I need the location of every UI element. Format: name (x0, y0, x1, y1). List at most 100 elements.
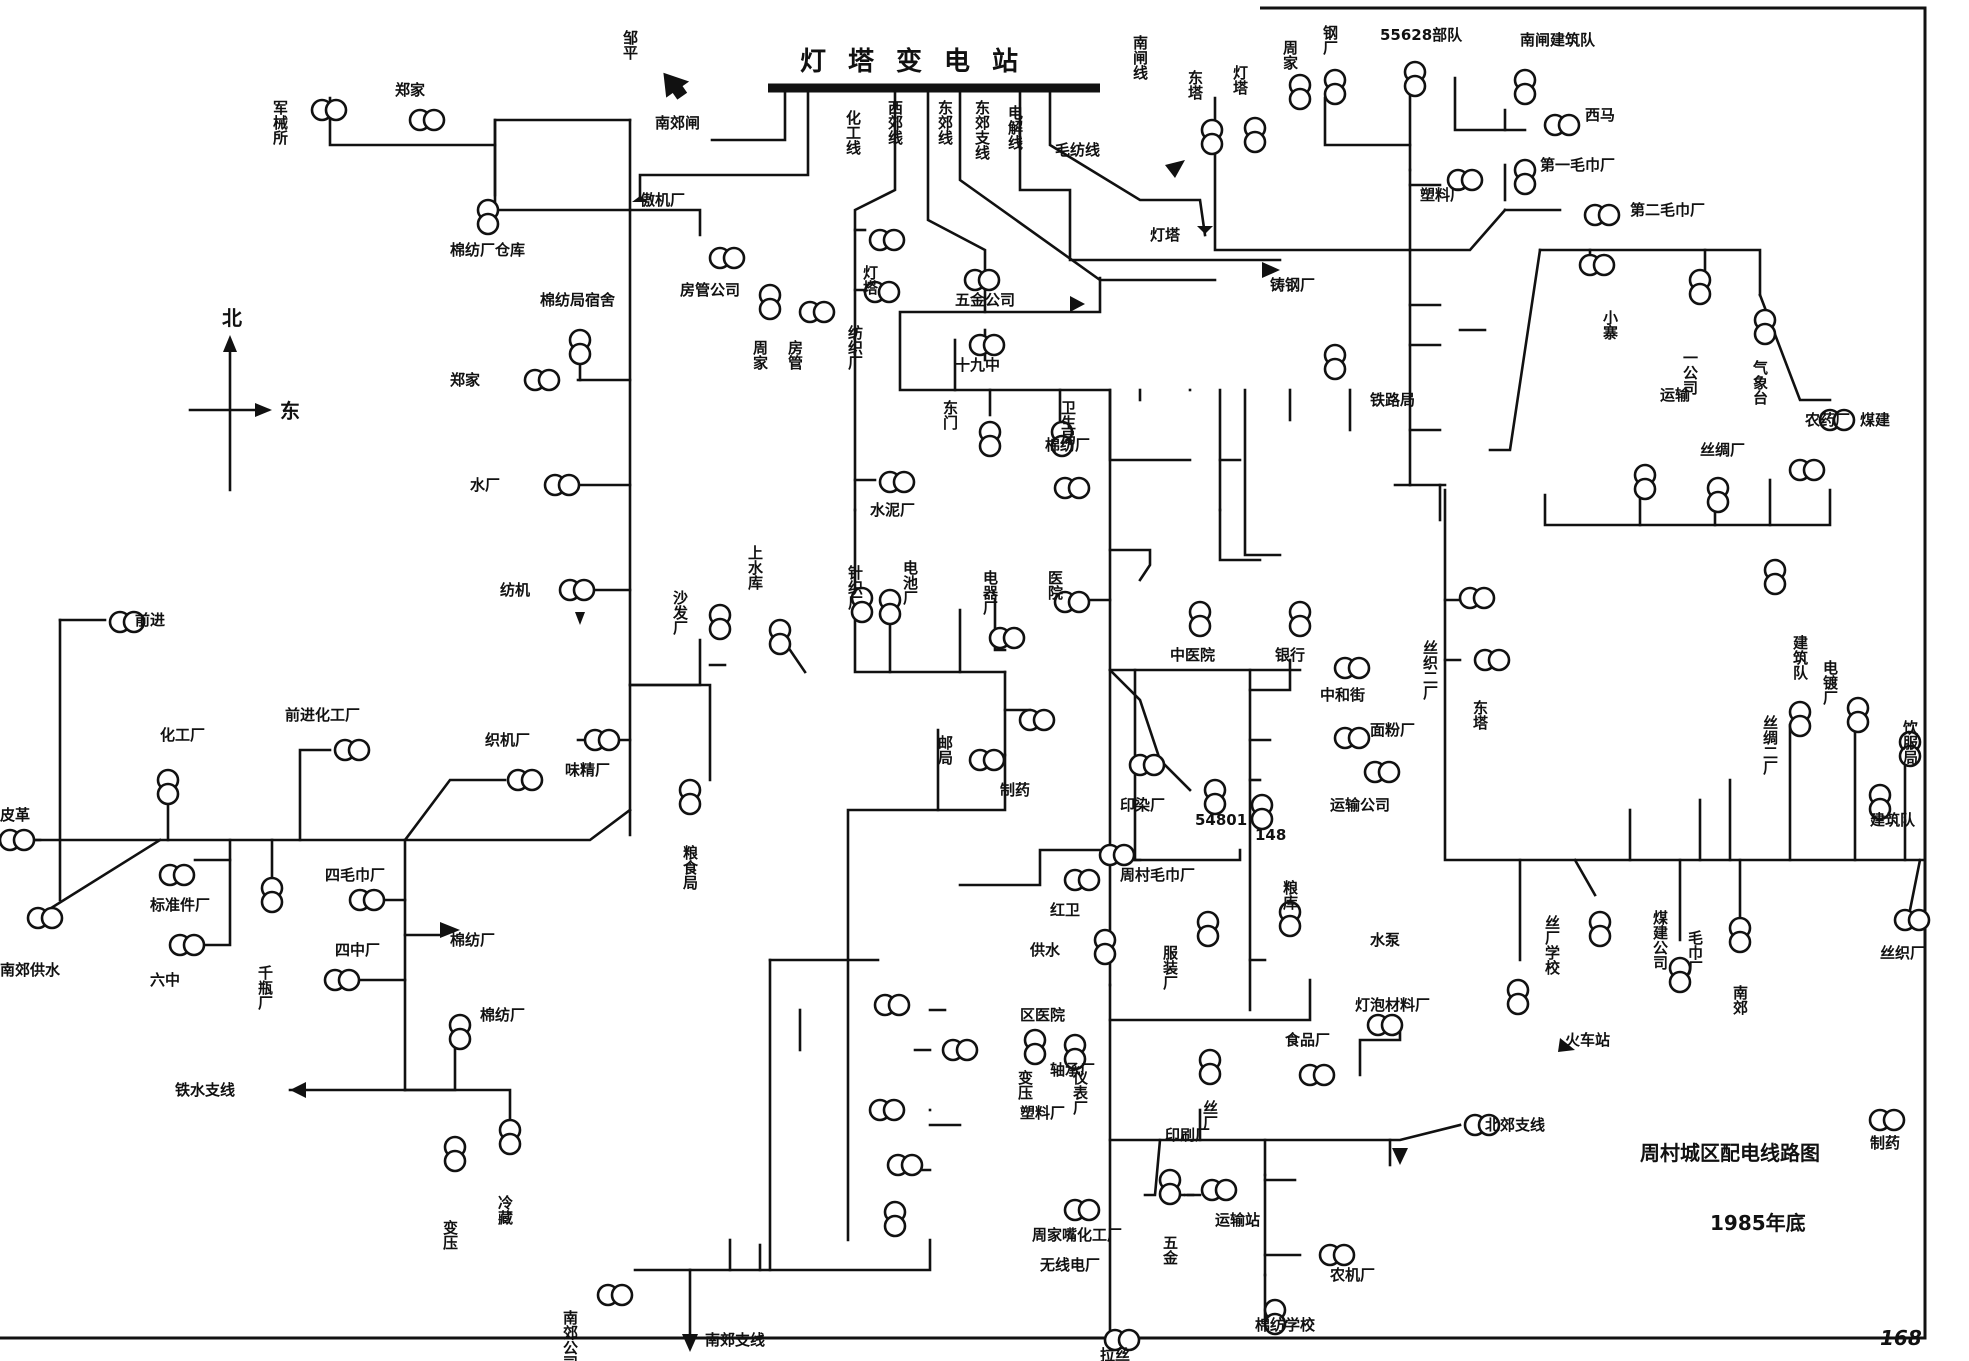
station-label: 四毛巾厂 (325, 866, 385, 884)
outgoing-line-label: 水泵 (1370, 931, 1400, 949)
station-label: 标准件厂 (149, 896, 210, 914)
station-label: 建筑队 (1791, 634, 1809, 681)
east-arrow-icon (255, 403, 272, 417)
station-label: 周家嘴化工厂 (1032, 1226, 1122, 1244)
transformer-icon (1053, 476, 1091, 500)
compass-rose: 北 东 (188, 306, 300, 492)
station-label: 前进化工厂 (285, 706, 360, 724)
transformer-icon (873, 993, 911, 1017)
station-label: 五金 (1161, 1235, 1179, 1265)
station-label: 东门 (941, 399, 959, 431)
transformer-icon (1053, 590, 1091, 614)
station-label: 塑料厂 (1420, 186, 1465, 204)
station-label: 化工厂 (160, 726, 205, 744)
station-label: 第一毛巾厂 (1540, 156, 1615, 174)
transformer-icon (498, 1118, 522, 1156)
transformer-icon (863, 280, 901, 304)
transformer-icon (1128, 753, 1166, 777)
station-label: 前进 (135, 611, 165, 629)
station-label: 轴承厂 (1050, 1061, 1095, 1079)
transformer-icon (1458, 586, 1496, 610)
outgoing-line-label: 灯塔 (1150, 226, 1181, 244)
transformer-icon (708, 603, 732, 641)
station-label: 棉纺厂仓库 (450, 241, 525, 259)
transformer-icon (1818, 408, 1856, 432)
outgoing-line-label: 铁水支线 (175, 1081, 235, 1099)
transformer-icon (1158, 1168, 1182, 1206)
station-label: 中医院 (1170, 646, 1215, 664)
station-label: 农机厂 (1329, 1266, 1375, 1284)
station-label: 棉纺厂 (1045, 436, 1090, 454)
station-label: 一公司 (1681, 350, 1699, 396)
arrow-icon (1392, 1148, 1408, 1165)
station-label: 南郊公司 (561, 1309, 579, 1361)
transformer-icon (1323, 68, 1347, 106)
station-label: 55628部队 (1380, 26, 1463, 44)
station-label: 灯塔 (861, 265, 879, 296)
transformer-icon (1898, 730, 1922, 768)
transformer-icon (1188, 600, 1212, 638)
station-label: 区医院 (1020, 1006, 1065, 1024)
transformer-icon (878, 588, 902, 626)
transformer-icon (1893, 908, 1931, 932)
station-label: 气象台 (1751, 359, 1769, 406)
feeder-label: 电解线 (1006, 104, 1024, 151)
station-label: 南闸建筑队 (1520, 31, 1596, 49)
transformer-icon (1706, 476, 1730, 514)
station-label: 面粉厂 (1370, 721, 1415, 739)
transformer-icon (476, 198, 500, 236)
transformer-icon (798, 300, 836, 324)
transformer-icon (408, 108, 446, 132)
transformer-icon (1018, 708, 1056, 732)
station-label: 沙发厂 (671, 590, 689, 636)
station-label: 运输公司 (1330, 796, 1390, 814)
station-label: 周家 (751, 340, 769, 371)
feeder-label: 西郊线 (886, 100, 904, 146)
transformer-icon (543, 473, 581, 497)
station-label: 制药 (1000, 781, 1030, 799)
station-label: 服装厂 (1161, 945, 1179, 991)
outgoing-line-label: 南郊支线 (705, 1331, 765, 1349)
transformer-icon (1728, 916, 1752, 954)
transformer-icon (1063, 1033, 1087, 1071)
transformer-icon (1050, 420, 1074, 458)
transformer-icon (1103, 1328, 1141, 1352)
station-label: 丝绸厂 (1700, 441, 1745, 459)
transformer-icon (1846, 696, 1870, 734)
transformer-icon (1578, 253, 1616, 277)
station-label: 房管公司 (680, 281, 740, 299)
transformer-icon (1243, 116, 1267, 154)
station-label: 味精厂 (565, 761, 610, 779)
station-label: 变压 (1016, 1069, 1034, 1101)
station-label: 东塔 (1471, 699, 1489, 731)
outgoing-line-label: 傲机厂 (640, 191, 685, 209)
arrow-icon (1070, 296, 1085, 312)
transformer-icon (1473, 648, 1511, 672)
station-label: 纺机 (500, 581, 530, 599)
outgoing-line-label: 棉纺厂 (450, 931, 495, 949)
transformer-icon (1668, 956, 1692, 994)
transformer-icon (1333, 726, 1371, 750)
transformer-icon (260, 876, 284, 914)
transformer-icon (1200, 1178, 1238, 1202)
transformer-icon (108, 610, 146, 634)
station-label: 棉纺局宿舍 (540, 291, 616, 309)
station-label: 塑料厂 (1020, 1104, 1065, 1122)
station-label: 铁路局 (1370, 391, 1415, 409)
station-label: 四中厂 (335, 941, 380, 959)
station-label: 148 (1255, 826, 1286, 844)
transformer-icon (758, 283, 782, 321)
compass-north-label: 北 (222, 306, 242, 330)
station-label: 针织厂 (846, 564, 864, 611)
station-label: 钢厂 (1321, 24, 1339, 56)
transformer-icon (323, 968, 361, 992)
feeder-labels: 化工线西郊线东郊线东郊支线电解线毛纺线南闸线 (844, 34, 1149, 161)
transformer-icon (568, 328, 592, 366)
outgoing-line-label: 铸钢厂 (1270, 276, 1315, 294)
map-frame (0, 6, 1927, 1340)
transformer-icon (0, 828, 36, 852)
station-label: 五金公司 (955, 291, 1015, 309)
arrow-icon (1197, 226, 1213, 234)
transformer-icon (1583, 203, 1621, 227)
station-label: 红卫 (1050, 901, 1080, 919)
